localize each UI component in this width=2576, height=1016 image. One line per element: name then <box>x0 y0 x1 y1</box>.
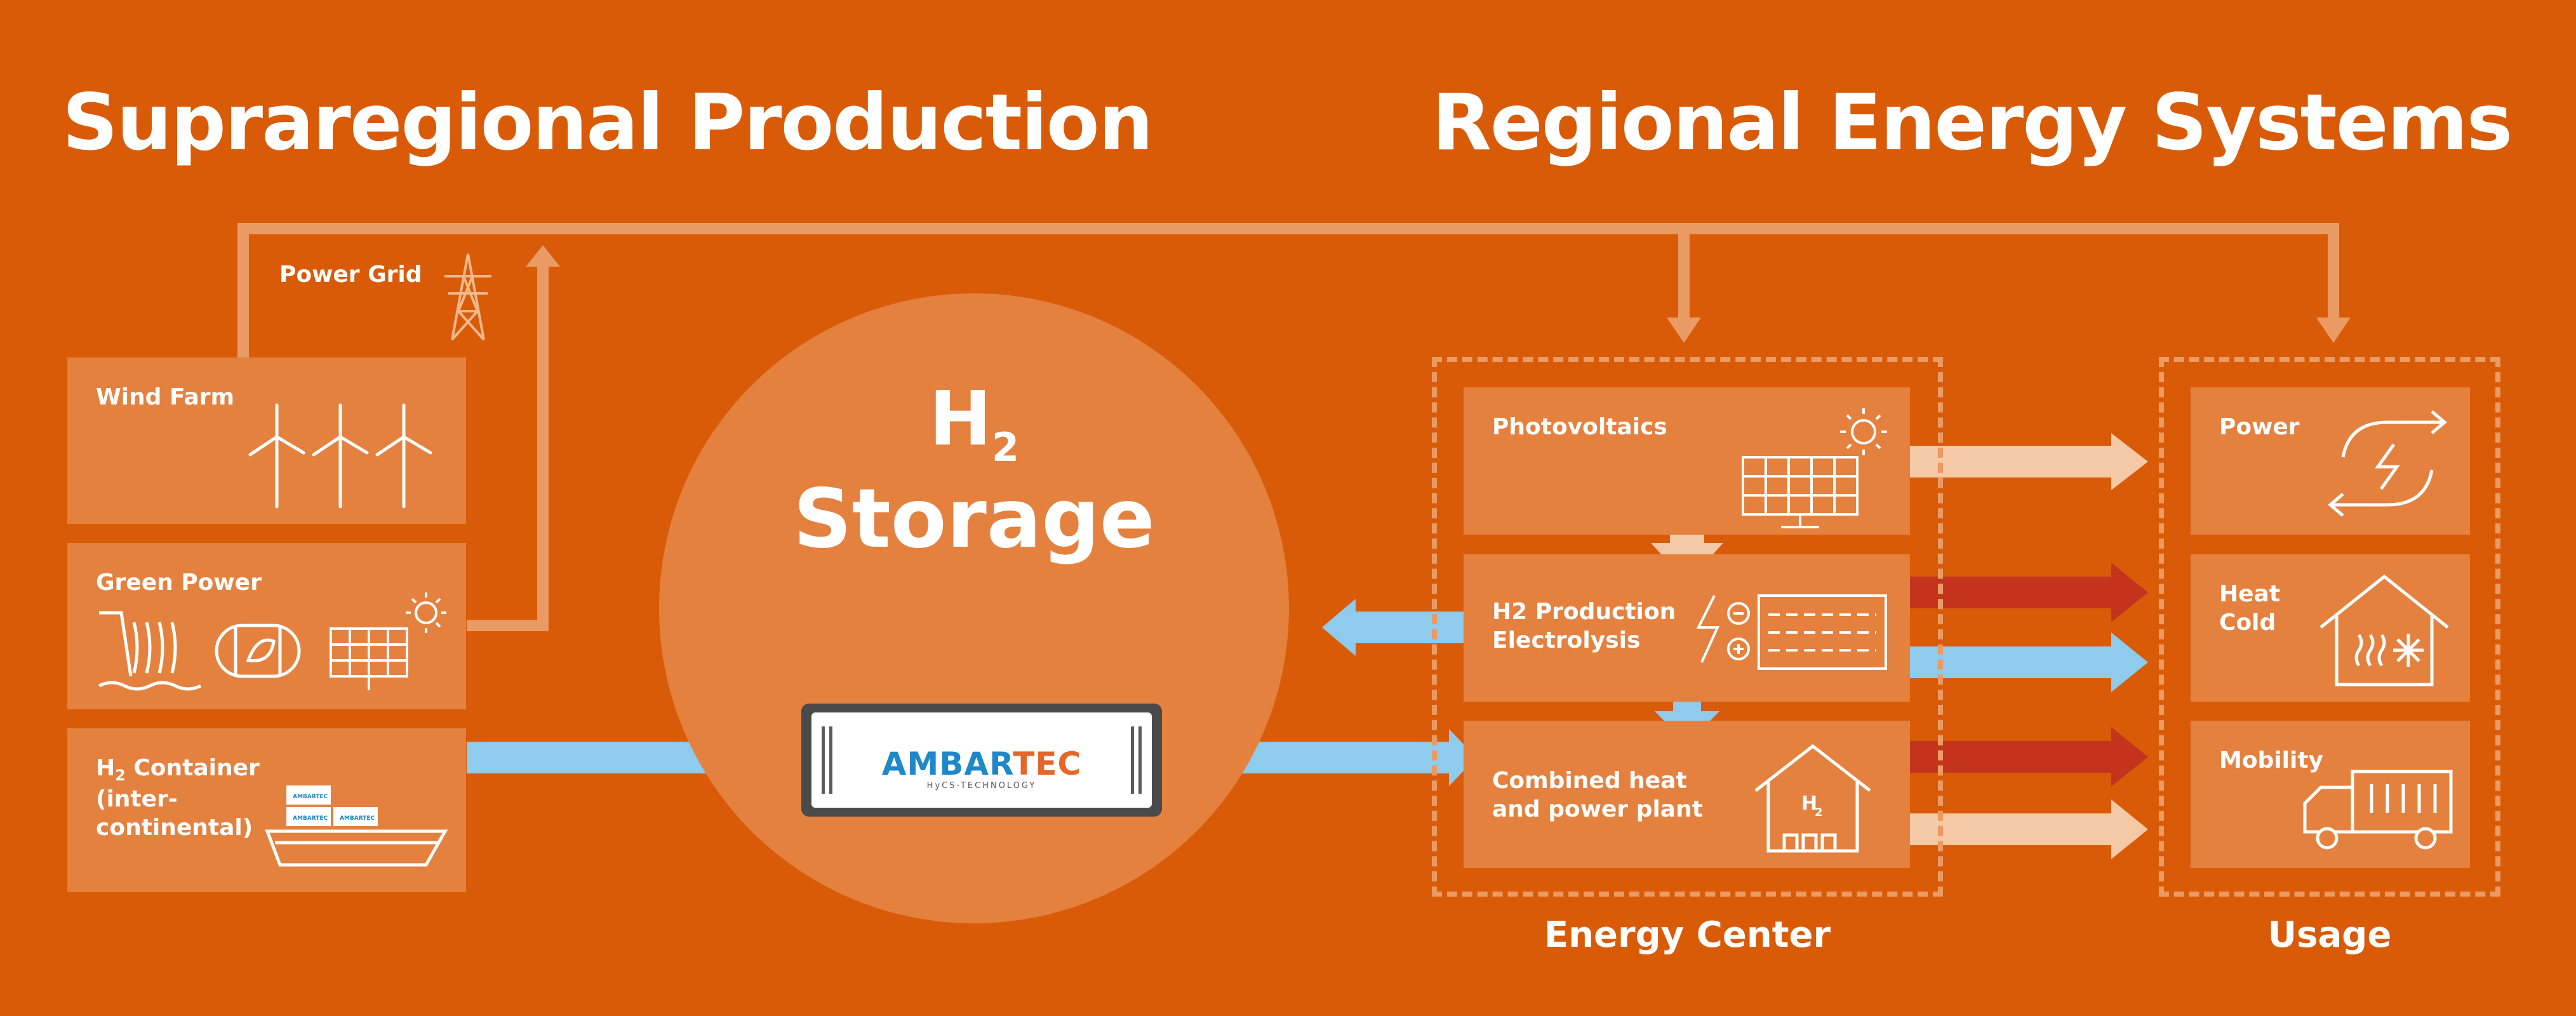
svg-text:AMBARTEC: AMBARTEC <box>340 815 375 822</box>
battery-leaf-icon <box>215 624 301 678</box>
wind-farm-label: Wind Farm <box>96 384 235 410</box>
solar-panel-icon <box>330 592 446 690</box>
arrow-pv-to-electrolysis <box>1651 505 1723 583</box>
power-tower-icon <box>444 253 491 341</box>
arrow-pv-to-power <box>1910 433 2148 490</box>
energy-center-group <box>1432 357 1943 897</box>
heading-regional-energy-systems: Regional Energy Systems <box>1432 77 2513 168</box>
h2-storage-circle <box>659 293 1289 923</box>
usage-label: Usage <box>2267 914 2392 956</box>
svg-text:AMBARTEC: AMBARTEC <box>293 815 328 822</box>
heading-supraregional-production: Supraregional Production <box>62 77 1154 168</box>
electrolyzer-icon <box>1696 594 1887 670</box>
h2-container-box: H2 Container(inter-continental) AMBARTEC… <box>67 728 466 892</box>
ambartec-unit: AMBARTEC HyCS-TECHNOLOGY <box>801 704 1162 817</box>
arrow-electrolysis-to-storage <box>1322 599 1464 656</box>
usage-mobility-label: Mobility <box>2219 747 2324 773</box>
power-grid-label: Power Grid <box>279 262 422 288</box>
h2-house-icon: H 2 <box>1754 744 1871 853</box>
power-cycle-icon <box>2328 410 2447 517</box>
power-flow-arrows <box>1651 433 2148 859</box>
photovoltaics-box: Photovoltaics <box>1464 387 1910 535</box>
arrow-chp-to-heat-red <box>1910 727 2148 787</box>
heat-cold-house-icon <box>2319 574 2449 686</box>
power-grid-arrowheads <box>526 245 2351 343</box>
arrow-chp-to-mobility <box>1910 799 2148 859</box>
usage-power-box: Power <box>2191 387 2470 535</box>
green-power-box: Green Power <box>67 543 466 709</box>
energy-center-label: Energy Center <box>1544 914 1831 956</box>
arrow-electrolysis-to-heat <box>1910 632 2148 692</box>
truck-icon <box>2303 770 2453 850</box>
usage-mobility-box: Mobility <box>2191 721 2470 868</box>
wind-turbines-icon <box>248 403 432 509</box>
ambartec-tagline: HyCS-TECHNOLOGY <box>926 781 1037 791</box>
svg-text:H: H <box>1801 792 1817 815</box>
hydro-dam-icon <box>98 611 202 691</box>
cargo-ship-icon: AMBARTEC AMBARTEC AMBARTEC <box>265 785 448 867</box>
ambartec-logo: AMBARTEC <box>881 745 1082 782</box>
arrow-electrolysis-to-heat-red <box>1910 563 2148 622</box>
solar-panel-sun-icon <box>1742 408 1887 528</box>
h2-container-label: H2 Container(inter-continental) <box>96 755 260 841</box>
svg-text:AMBARTEC: AMBARTEC <box>293 794 328 800</box>
green-power-label: Green Power <box>96 570 262 596</box>
power-grid-bus-line <box>237 223 2339 631</box>
usage-group <box>2159 357 2500 897</box>
heat-flow-arrows <box>1910 563 2148 787</box>
h2-storage-title: H2 Storage <box>793 375 1155 566</box>
svg-text:2: 2 <box>1815 806 1823 819</box>
ambartec-panel: AMBARTEC HyCS-TECHNOLOGY <box>811 712 1152 808</box>
photovoltaics-label: Photovoltaics <box>1492 414 1667 440</box>
wind-farm-box: Wind Farm <box>67 358 466 524</box>
usage-power-label: Power <box>2219 414 2300 440</box>
